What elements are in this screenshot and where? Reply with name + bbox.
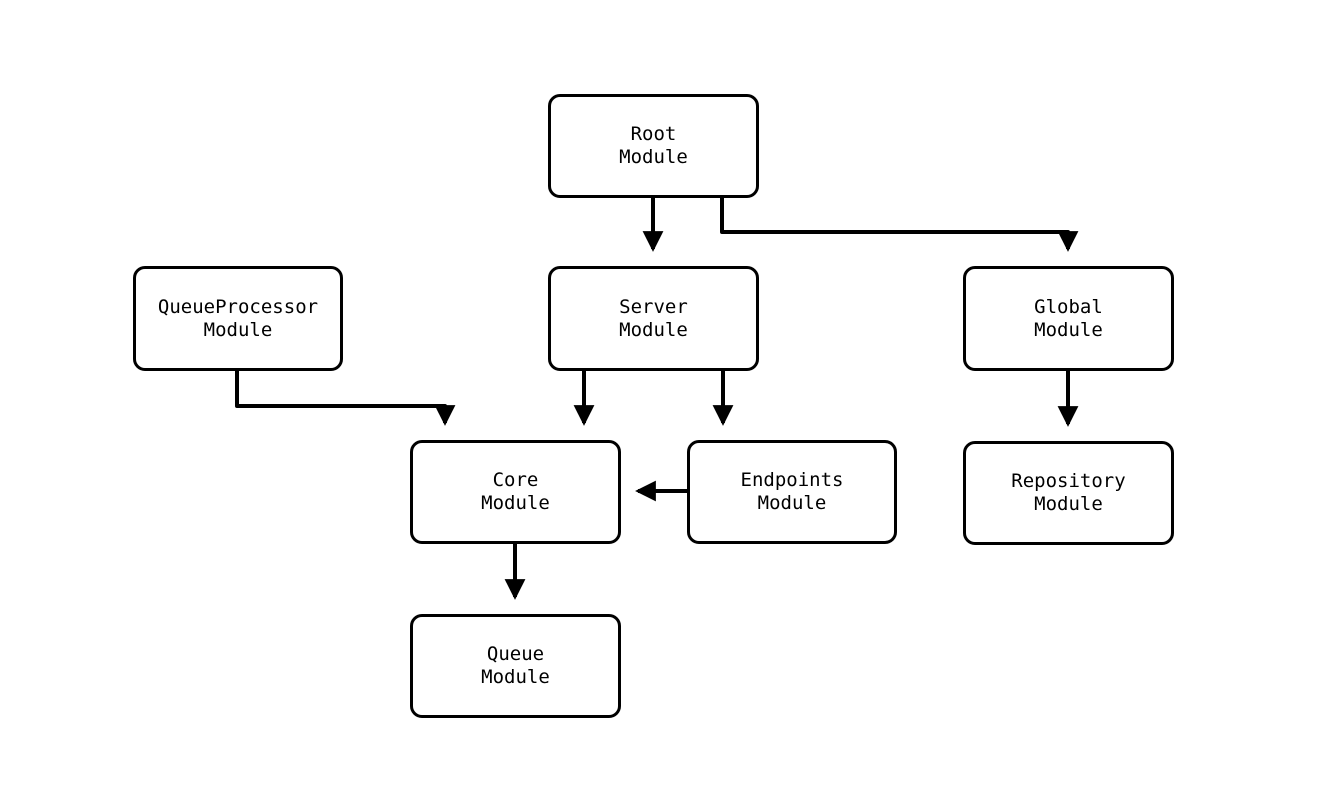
- node-server-label: Server Module: [619, 295, 688, 341]
- node-core-label: Core Module: [481, 469, 550, 514]
- node-queue-label: Queue Module: [481, 643, 550, 688]
- node-global-label: Global Module: [1034, 295, 1103, 341]
- edge-root-to-global: [720, 198, 1079, 252]
- node-endpoints-label: Endpoints Module: [740, 469, 844, 514]
- node-queueprocessor-label: QueueProcessor Module: [157, 295, 319, 341]
- node-repository-label: Repository Module: [1011, 470, 1126, 515]
- edge-queueprocessor-to-core: [235, 371, 456, 426]
- node-endpoints[interactable]: Endpoints Module: [687, 440, 897, 544]
- node-queueprocessor[interactable]: QueueProcessor Module: [133, 266, 343, 371]
- node-root-label: Root Module: [619, 123, 688, 168]
- node-server[interactable]: Server Module: [548, 266, 759, 371]
- node-core[interactable]: Core Module: [410, 440, 621, 544]
- node-repository[interactable]: Repository Module: [963, 441, 1174, 545]
- node-global[interactable]: Global Module: [963, 266, 1174, 371]
- node-root[interactable]: Root Module: [548, 94, 759, 198]
- node-queue[interactable]: Queue Module: [410, 614, 621, 718]
